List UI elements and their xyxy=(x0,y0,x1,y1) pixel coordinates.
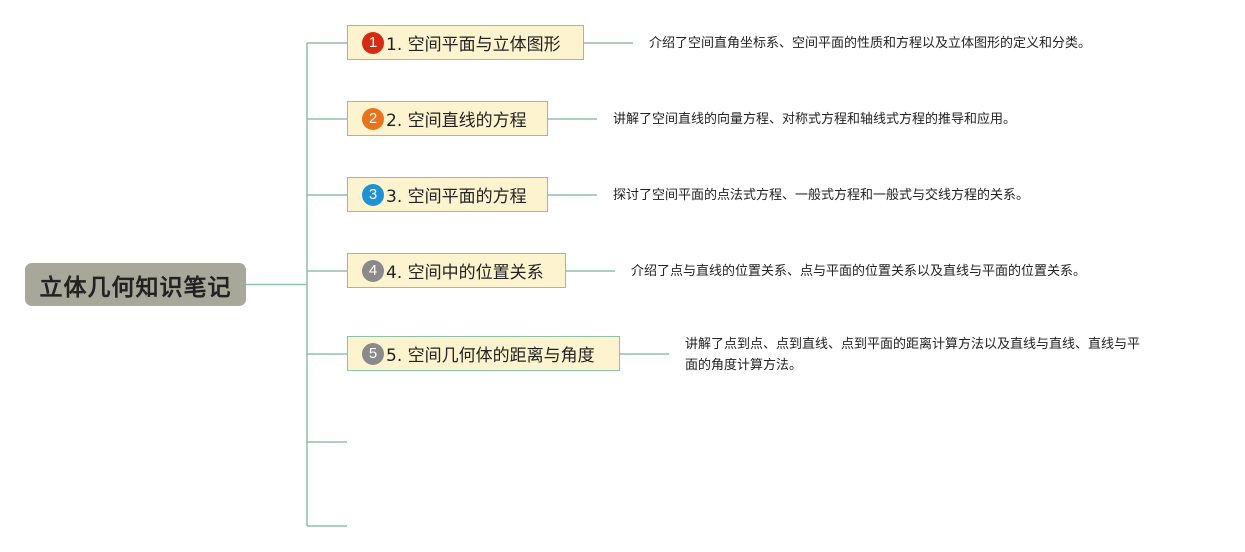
topic-3[interactable]: 3 3. 空间平面的方程 xyxy=(347,177,548,212)
topic-2[interactable]: 2 2. 空间直线的方程 xyxy=(347,101,548,136)
root-topic[interactable]: 立体几何知识笔记 xyxy=(25,263,246,306)
topic-2-description[interactable]: 讲解了空间直线的向量方程、对称式方程和轴线式方程的推导和应用。 xyxy=(613,112,1017,127)
topic-5-description-line-2: 面的角度计算方法。 xyxy=(685,358,803,373)
topic-5-label: 5. 空间几何体的距离与角度 xyxy=(386,346,595,366)
topic-1-description[interactable]: 介绍了空间直角坐标系、空间平面的性质和方程以及立体图形的定义和分类。 xyxy=(649,36,1092,51)
root-topic-label: 立体几何知识笔记 xyxy=(39,274,232,301)
topic-5[interactable]: 5 5. 空间几何体的距离与角度 xyxy=(347,336,620,371)
topic-5-description-line-1: 讲解了点到点、点到直线、点到平面的距离计算方法以及直线与直线、直线与平 xyxy=(685,337,1141,352)
topic-1-label: 1. 空间平面与立体图形 xyxy=(386,35,561,55)
topic-3-label: 3. 空间平面的方程 xyxy=(386,187,527,207)
topic-3-description[interactable]: 探讨了空间平面的点法式方程、一般式方程和一般式与交线方程的关系。 xyxy=(613,188,1030,203)
priority-1-icon: 1 xyxy=(362,31,384,54)
topic-1[interactable]: 1 1. 空间平面与立体图形 xyxy=(347,25,584,60)
topic-4[interactable]: 4 4. 空间中的位置关系 xyxy=(347,253,566,288)
topic-2-label: 2. 空间直线的方程 xyxy=(386,111,527,131)
topic-5-description[interactable]: 讲解了点到点、点到直线、点到平面的距离计算方法以及直线与直线、直线与平 面的角度… xyxy=(685,334,1140,376)
topic-4-label: 4. 空间中的位置关系 xyxy=(386,263,544,283)
topic-4-description[interactable]: 介绍了点与直线的位置关系、点与平面的位置关系以及直线与平面的位置关系。 xyxy=(631,264,1087,279)
priority-2-icon: 2 xyxy=(362,107,384,130)
priority-3-icon: 3 xyxy=(362,183,384,206)
priority-5-icon: 5 xyxy=(362,342,384,365)
priority-4-icon: 4 xyxy=(362,259,384,282)
